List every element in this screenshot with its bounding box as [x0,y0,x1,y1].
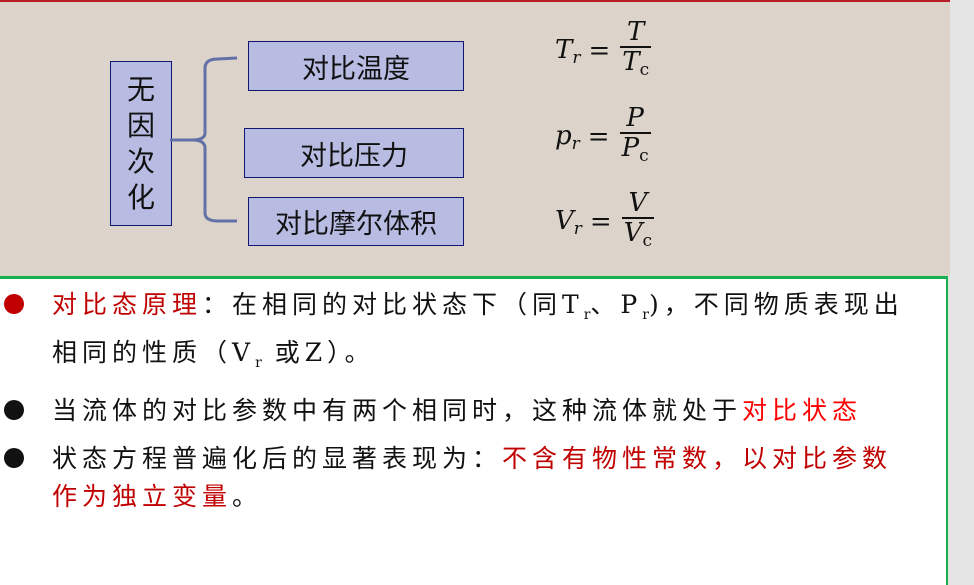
bullet-text: )，不同物质表现出相同的性质（V [52,290,904,367]
content-panel [0,276,948,585]
bullet-text: 。 [232,482,263,511]
equation-reduced-volume: Vr = V Vc [555,188,655,255]
bullet-text: 或Z）。 [261,338,375,367]
curly-brace-icon [170,56,238,223]
bullet-text: 状态方程普遍化后的显著表现为： [52,444,503,473]
reduced-temperature-box: 对比温度 [248,41,464,91]
reduced-temperature-label: 对比温度 [302,53,410,85]
numerator: T [627,17,645,47]
subscript: r [255,355,262,371]
root-char: 化 [126,180,155,214]
root-char: 无 [126,72,155,106]
bullet-dot-icon [4,294,24,314]
eq-lhs-sub: r [572,47,581,68]
bullet-dot-icon [4,448,24,468]
reduced-molar-volume-label: 对比摩尔体积 [275,209,437,240]
root-char: 次 [126,144,155,178]
reduced-pressure-box: 对比压力 [244,128,464,178]
eq-sign: = [589,207,612,237]
eq-sign: = [588,36,611,66]
eq-lhs-sub: r [573,218,582,239]
eq-lhs: p [555,120,572,151]
eq-lhs-sub: r [571,133,580,154]
subscript: r [583,307,591,323]
fraction: T Tc [620,17,652,84]
root-char: 因 [126,108,155,142]
highlight-text: 对比状态 [742,396,863,425]
denominator-sub: c [642,231,653,251]
equation-reduced-temperature: Tr = T Tc [555,17,652,84]
highlight-text: 不含有物性常数，以对比参数作为独立变量 [52,444,893,511]
denominator: P [621,133,640,163]
bullet-item-reduced-state: 当流体的对比参数中有两个相同时，这种流体就处于对比状态 [0,392,948,430]
term-label: 对比态原理 [52,290,203,319]
top-accent-bar [0,0,950,2]
numerator: V [628,188,648,218]
bullet-item-generalized-eos: 状态方程普遍化后的显著表现为：不含有物性常数，以对比参数作为独立变量。 [0,440,948,516]
fraction: V Vc [621,188,655,255]
bullet-text: ：在相同的对比状态下（同T [202,290,584,319]
reduced-molar-volume-box: 对比摩尔体积 [248,197,464,246]
denominator: V [623,218,643,248]
dimensionless-root-box: 无 因 次 化 [110,61,172,226]
numerator: P [626,103,644,133]
eq-lhs: V [555,205,574,236]
eq-lhs: T [555,34,573,65]
bullet-text: 当流体的对比参数中有两个相同时，这种流体就处于 [52,396,743,425]
denominator: T [622,47,640,77]
side-panel [950,0,974,585]
equation-reduced-pressure: pr = P Pc [555,104,651,170]
denominator-sub: c [639,60,650,80]
reduced-pressure-label: 对比压力 [300,140,408,172]
denominator-sub: c [639,146,649,166]
bullet-dot-icon [4,400,24,420]
subscript: r [642,307,649,323]
bullet-list: 对比态原理：在相同的对比状态下（同Tr、Pr)，不同物质表现出相同的性质（Vr … [0,286,948,526]
eq-sign: = [587,122,610,152]
bullet-text: 、P [590,290,643,319]
fraction: P Pc [619,103,651,170]
bullet-item-corresponding-states: 对比态原理：在相同的对比状态下（同Tr、Pr)，不同物质表现出相同的性质（Vr … [0,286,948,382]
